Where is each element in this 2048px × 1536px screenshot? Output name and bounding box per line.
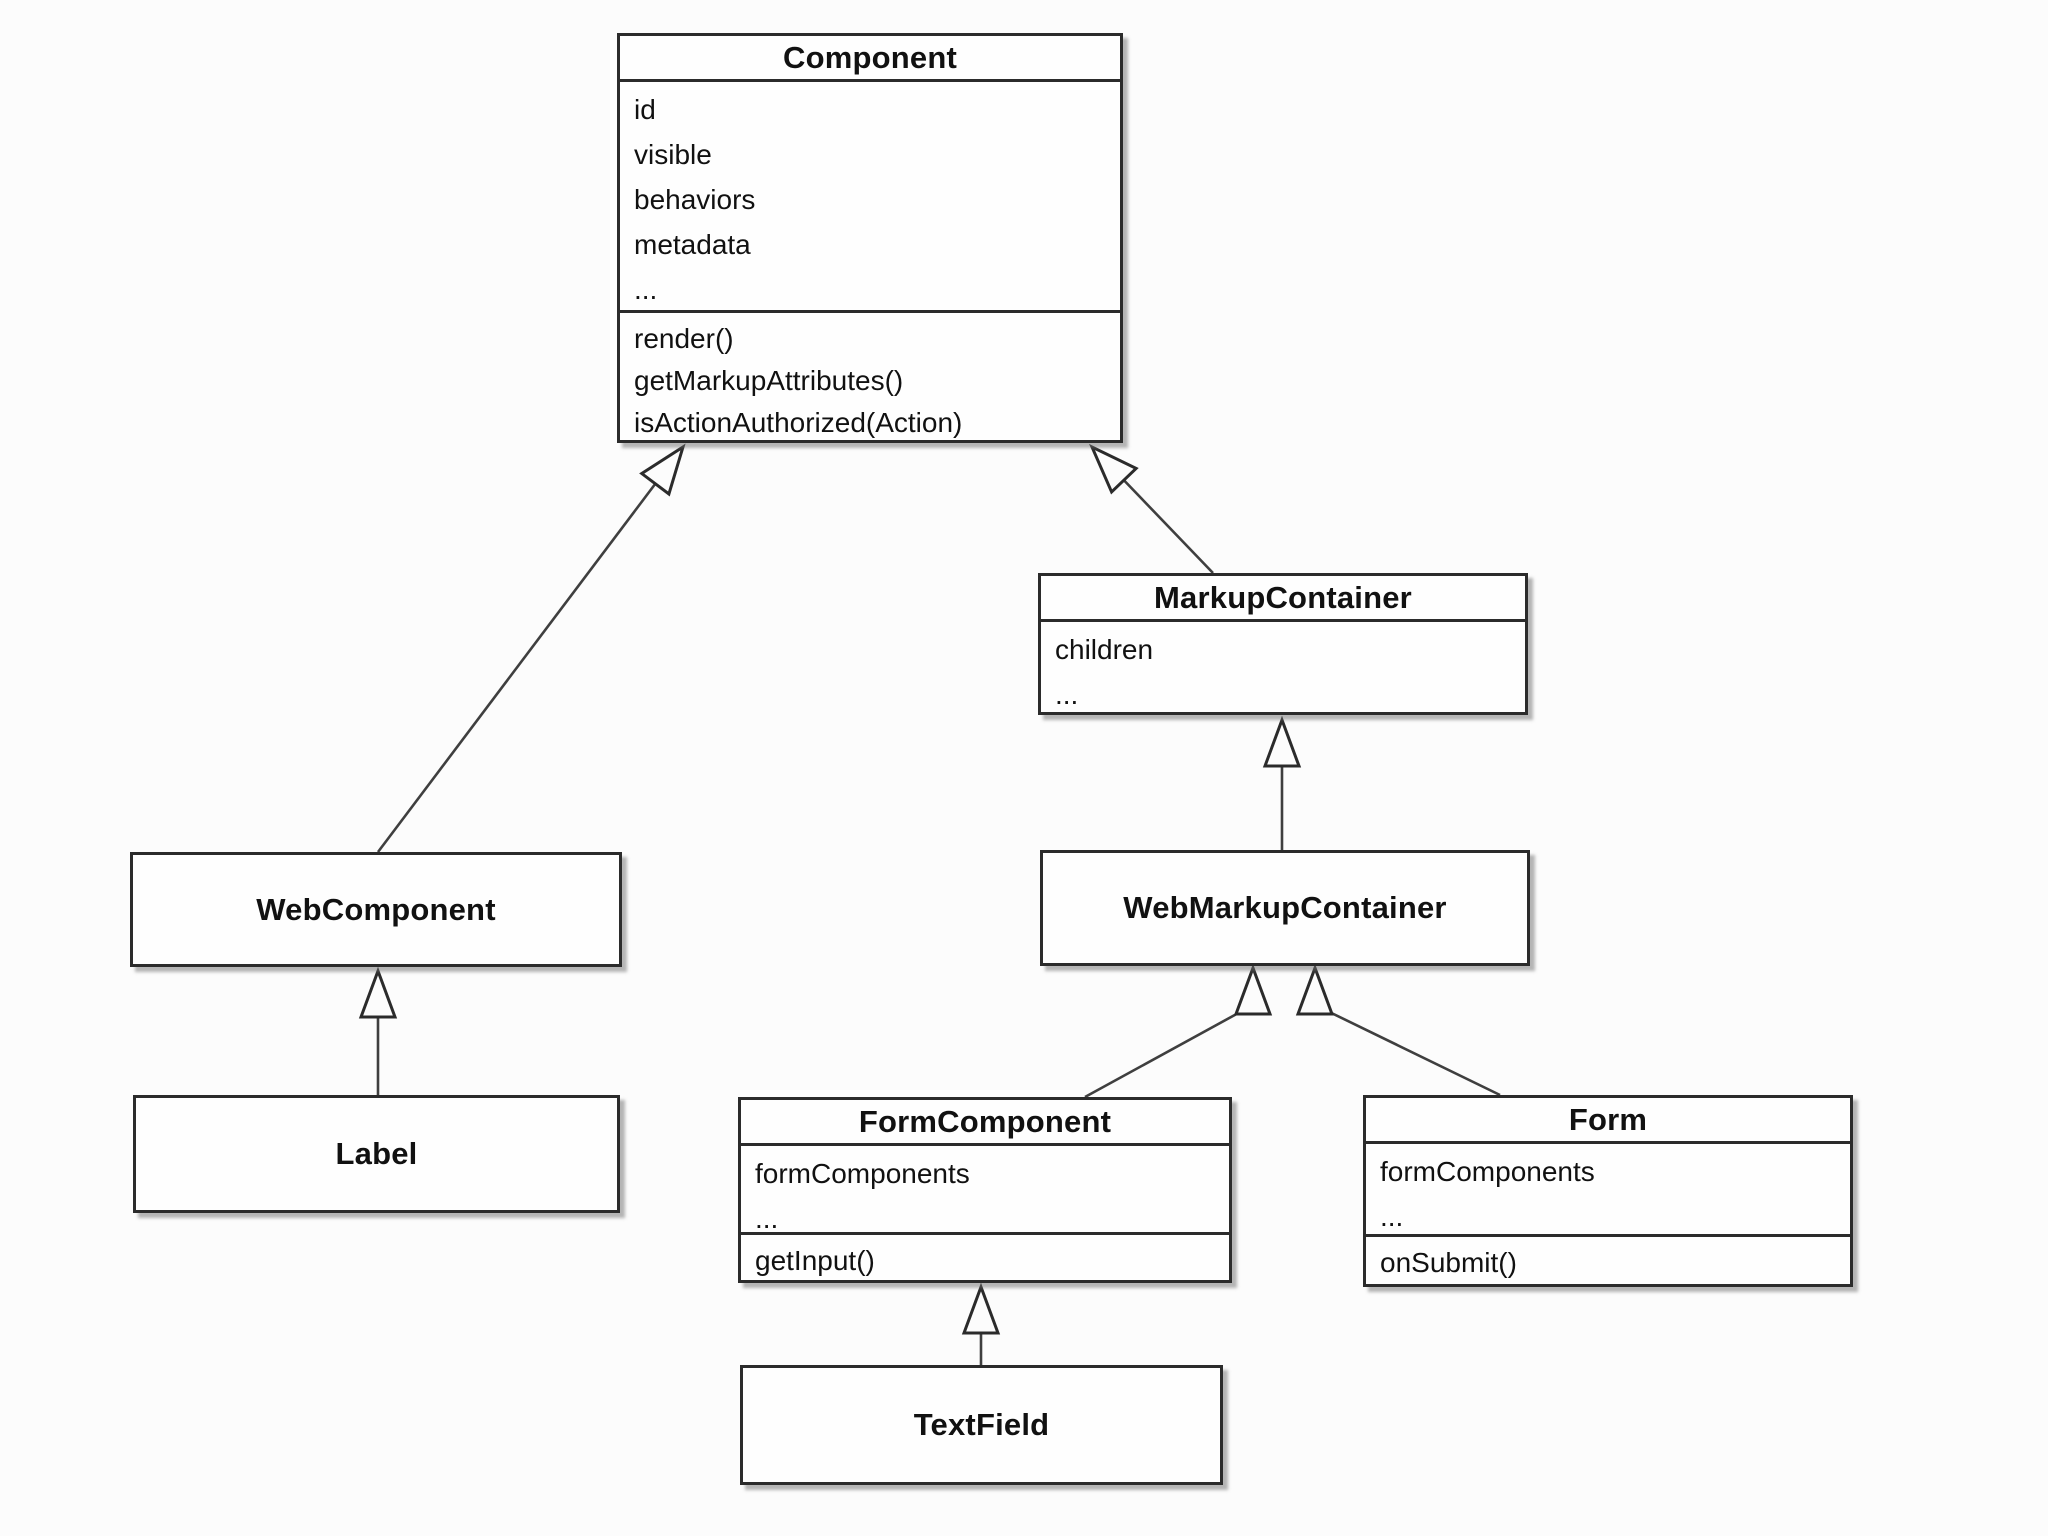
methods-compartment: getInput(): [741, 1232, 1229, 1280]
attribute-ellipsis: ...: [634, 274, 658, 305]
method: onSubmit(): [1380, 1247, 1517, 1278]
attribute-ellipsis: ...: [755, 1203, 779, 1232]
class-box-webcomponent: WebComponent: [130, 852, 622, 967]
attribute: formComponents: [1380, 1156, 1595, 1187]
class-name: WebMarkupContainer: [1123, 890, 1447, 925]
class-name: WebComponent: [256, 891, 496, 927]
method: isActionAuthorized(Action): [634, 407, 963, 438]
attribute: metadata: [634, 229, 751, 260]
attribute: visible: [634, 139, 712, 170]
class-name: MarkupContainer: [1041, 576, 1525, 622]
attributes-compartment: children ...: [1041, 622, 1525, 712]
class-box-webmarkupcontainer: WebMarkupContainer: [1040, 850, 1530, 966]
class-name: Form: [1366, 1098, 1850, 1144]
methods-compartment: render() getMarkupAttributes() isActionA…: [620, 310, 1120, 440]
attribute-ellipsis: ...: [1055, 679, 1079, 710]
edge-form-to-webmarkupcontainer: [1295, 963, 1501, 1097]
attribute-ellipsis: ...: [1380, 1201, 1404, 1232]
attributes-compartment: formComponents ...: [1366, 1144, 1850, 1234]
class-box-component: Component id visible behaviors metadata …: [617, 33, 1123, 443]
edge-markupcontainer-to-component: [1089, 443, 1214, 574]
method: render(): [634, 323, 734, 354]
method: getMarkupAttributes(): [634, 365, 904, 396]
attribute: behaviors: [634, 184, 756, 215]
attributes-compartment: formComponents ...: [741, 1146, 1229, 1232]
class-name: Label: [335, 1136, 418, 1171]
class-box-formcomponent: FormComponent formComponents ... getInpu…: [738, 1097, 1232, 1283]
attributes-compartment: id visible behaviors metadata ...: [620, 82, 1120, 310]
edge-formcomponent-to-webmarkupcontainer: [1084, 963, 1273, 1099]
class-name: TextField: [913, 1407, 1050, 1442]
class-box-form: Form formComponents ... onSubmit(): [1363, 1095, 1853, 1287]
class-name: Component: [620, 36, 1120, 82]
methods-compartment: onSubmit(): [1366, 1234, 1850, 1284]
class-box-markupcontainer: MarkupContainer children ...: [1038, 573, 1528, 715]
attribute: id: [634, 94, 656, 125]
edge-webcomponent-to-component: [376, 443, 686, 853]
class-box-label: Label: [133, 1095, 620, 1213]
attribute: formComponents: [755, 1158, 970, 1189]
class-box-textfield: TextField: [740, 1365, 1223, 1485]
attribute: children: [1055, 634, 1154, 665]
method: getInput(): [755, 1245, 875, 1276]
class-name: FormComponent: [741, 1100, 1229, 1146]
